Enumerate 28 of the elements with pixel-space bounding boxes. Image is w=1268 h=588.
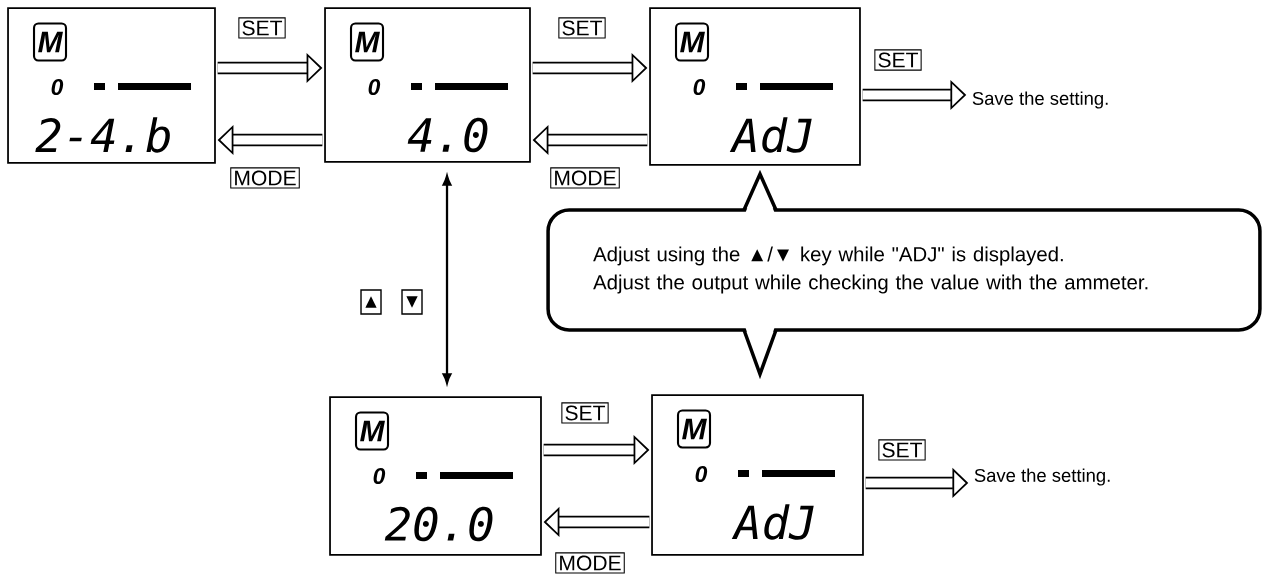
digit: 0 <box>695 465 708 483</box>
key-label: MODE <box>550 167 620 189</box>
digit: 0 <box>373 467 386 485</box>
mode-badge: M <box>354 411 390 451</box>
key-label: SET <box>878 439 926 461</box>
key-label: SET <box>558 17 606 39</box>
segment-readout: AdJ <box>731 504 814 540</box>
key-label: SET <box>561 402 609 424</box>
segment-readout: AdJ <box>729 117 812 153</box>
key-label: SET <box>874 49 922 71</box>
mode-badge: M <box>674 22 710 62</box>
segment-readout: 4.0 <box>407 117 488 153</box>
key-label: MODE <box>555 552 625 574</box>
note-text: Save the setting. <box>974 468 1110 486</box>
key-label: MODE <box>230 167 300 189</box>
digit: 0 <box>51 78 64 96</box>
key-button: ▲ <box>360 289 382 315</box>
digit: 0 <box>368 78 381 96</box>
mode-badge: M <box>349 22 385 62</box>
double-arrow <box>442 175 452 384</box>
mode-badge: M <box>676 409 712 449</box>
segment-readout: 20.0 <box>384 506 493 542</box>
mode-badge: M <box>32 22 68 62</box>
key-button: ▼ <box>401 289 423 315</box>
key-label: SET <box>238 17 286 39</box>
digit: 0 <box>693 78 706 96</box>
note-text: Save the setting. <box>972 91 1108 109</box>
segment-readout: 2-4.b <box>35 117 170 153</box>
